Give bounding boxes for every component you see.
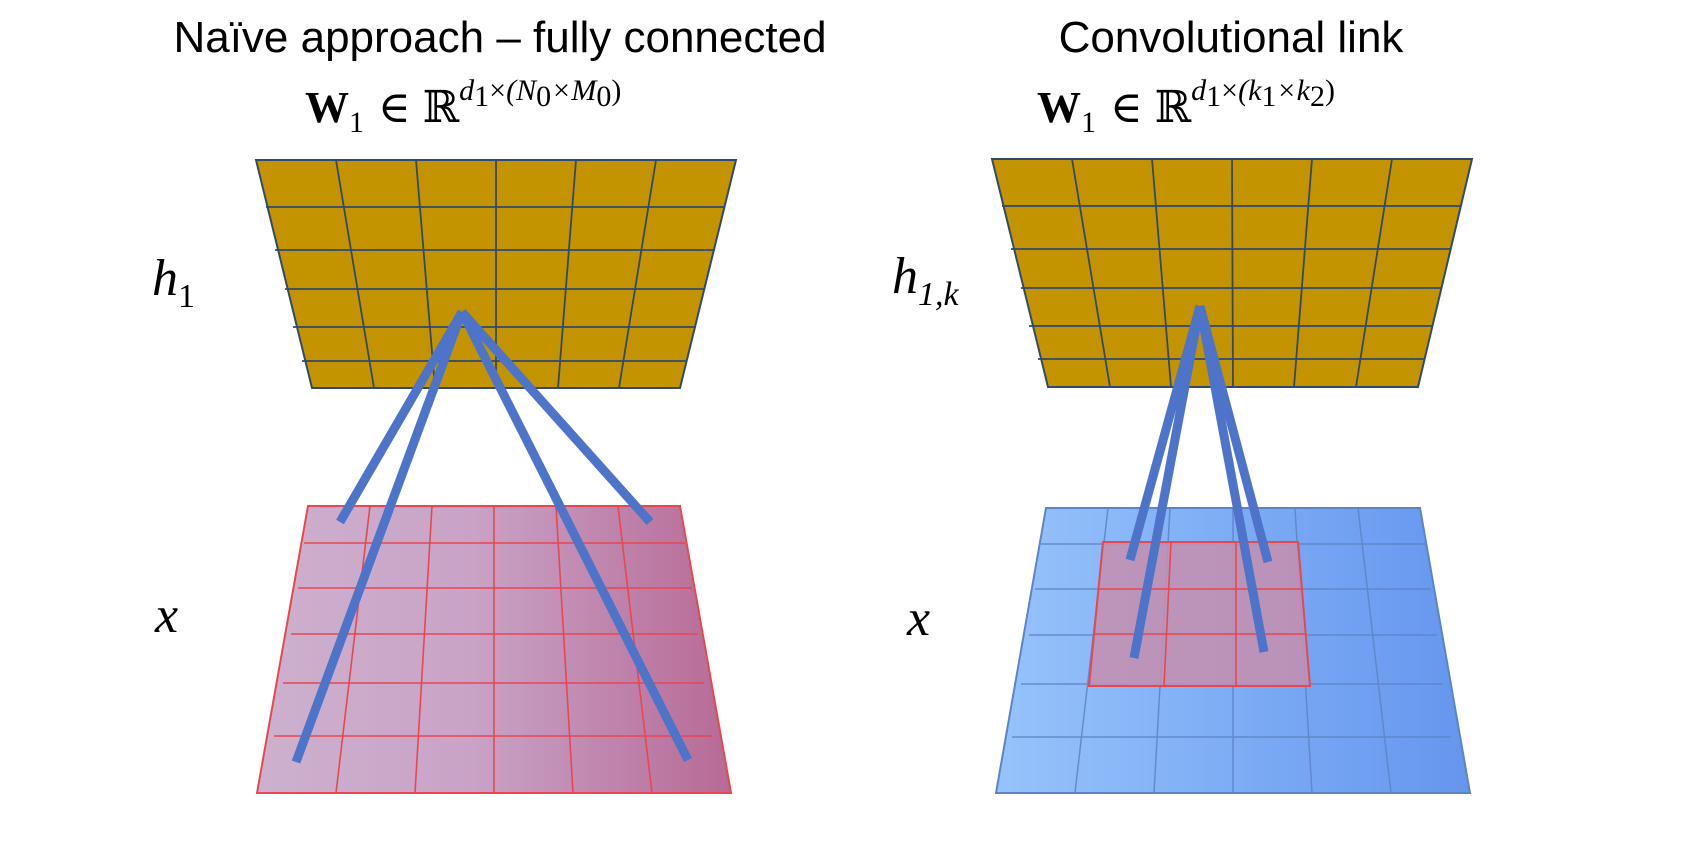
hidden-layer-label: h1,k [892,248,960,313]
fully-connected-links [291,308,693,764]
connection-line [291,310,467,764]
connection-line [336,309,466,525]
hidden-layer-label: h1 [152,250,195,315]
panel-fully-connected: Naïve approach – fully connected W1∈ℝd1×… [152,13,827,794]
panel-title: Convolutional link [1059,13,1405,62]
connection-line [458,308,654,526]
hidden-layer-grid [254,159,738,389]
convolutional-links [1125,304,1273,659]
kernel-patch [1087,541,1312,687]
input-layer-label: x [154,587,178,644]
panel-title: Naïve approach – fully connected [173,13,826,62]
weight-formula: W1∈ℝd1×(N0×M0) [305,74,621,139]
hidden-layer-grid [990,158,1474,388]
input-layer-label: x [906,590,930,647]
connection-line [1129,305,1205,659]
panel-convolutional: Convolutional link W1∈ℝd1×(k1×k2) h1,k x [892,13,1474,794]
connection-line [1195,305,1269,653]
input-layer-grid [255,505,733,794]
weight-formula: W1∈ℝd1×(k1×k2) [1037,74,1335,139]
connection-line [457,309,693,763]
